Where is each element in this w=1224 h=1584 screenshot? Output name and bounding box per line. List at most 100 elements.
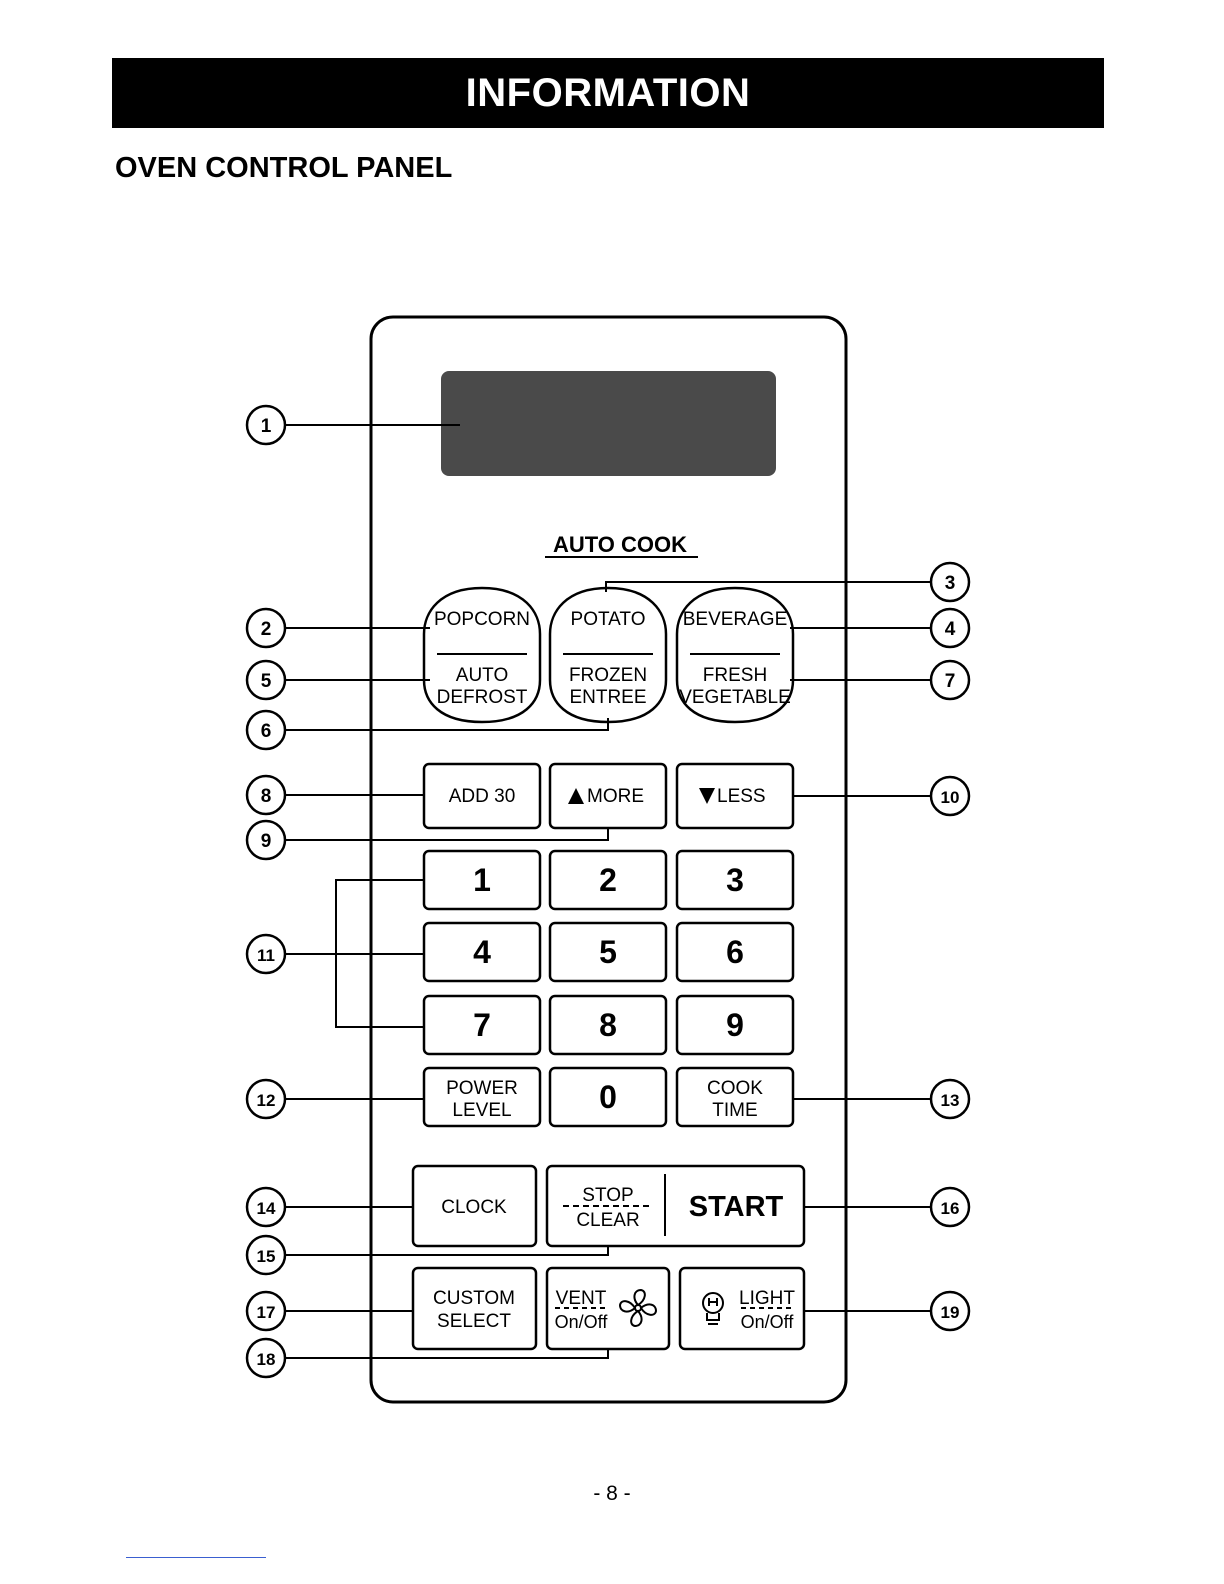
callout-4: 4 bbox=[931, 609, 969, 647]
digit-button-3[interactable]: 3 bbox=[677, 851, 793, 909]
frozen-label: FROZEN bbox=[569, 665, 647, 686]
cook-time-button[interactable]: COOK TIME bbox=[677, 1068, 793, 1126]
vegetable-label: VEGETABLE bbox=[679, 687, 791, 708]
potato-label: POTATO bbox=[571, 609, 646, 630]
vent-on-off-label: On/Off bbox=[555, 1312, 609, 1332]
callout-3: 3 bbox=[931, 563, 969, 601]
callout-6: 6 bbox=[247, 711, 285, 749]
light-button[interactable]: LIGHT On/Off bbox=[680, 1268, 804, 1349]
callout-number: 15 bbox=[257, 1247, 276, 1266]
callout-13: 13 bbox=[931, 1080, 969, 1118]
digit-button-6[interactable]: 6 bbox=[677, 923, 793, 981]
callout-number: 18 bbox=[257, 1350, 276, 1369]
auto-label: AUTO bbox=[456, 665, 508, 686]
callout-10: 10 bbox=[931, 777, 969, 815]
callout-15: 15 bbox=[247, 1236, 285, 1274]
select-label: SELECT bbox=[437, 1311, 511, 1332]
digit-label: 2 bbox=[599, 862, 617, 898]
callout-number: 4 bbox=[945, 619, 956, 640]
fresh-label: FRESH bbox=[703, 665, 767, 686]
digit-label: 0 bbox=[599, 1079, 617, 1115]
callout-number: 5 bbox=[261, 671, 272, 692]
level-label: LEVEL bbox=[452, 1100, 511, 1121]
digit-button-7[interactable]: 7 bbox=[424, 996, 540, 1054]
time-label: TIME bbox=[712, 1100, 757, 1121]
more-button[interactable]: MORE bbox=[550, 764, 666, 828]
digit-button-9[interactable]: 9 bbox=[677, 996, 793, 1054]
callout-number: 8 bbox=[261, 786, 272, 807]
entree-label: ENTREE bbox=[569, 687, 646, 708]
cook-label: COOK bbox=[707, 1078, 763, 1099]
less-button[interactable]: LESS bbox=[677, 764, 793, 828]
light-label: LIGHT bbox=[739, 1288, 795, 1309]
potato-frozen-entree-button[interactable]: POTATO FROZEN ENTREE bbox=[550, 588, 666, 722]
add-30-label: ADD 30 bbox=[449, 786, 516, 807]
callout-5: 5 bbox=[247, 661, 285, 699]
digit-label: 6 bbox=[726, 934, 744, 970]
callout-number: 16 bbox=[941, 1199, 960, 1218]
callout-number: 7 bbox=[945, 671, 956, 692]
callout-number: 3 bbox=[945, 573, 956, 594]
digit-label: 4 bbox=[473, 934, 491, 970]
digit-label: 1 bbox=[473, 862, 491, 898]
vent-label: VENT bbox=[556, 1288, 607, 1309]
popcorn-defrost-button[interactable]: POPCORN AUTO DEFROST bbox=[424, 588, 540, 722]
footer-rule bbox=[126, 1557, 266, 1558]
clock-button[interactable]: CLOCK bbox=[413, 1166, 536, 1246]
start-button[interactable]: START bbox=[689, 1191, 784, 1223]
callout-16: 16 bbox=[931, 1188, 969, 1226]
digit-label: 9 bbox=[726, 1007, 744, 1043]
callout-17: 17 bbox=[247, 1292, 285, 1330]
more-label: MORE bbox=[587, 786, 644, 807]
callout-number: 9 bbox=[261, 831, 272, 852]
digit-label: 8 bbox=[599, 1007, 617, 1043]
clock-label: CLOCK bbox=[441, 1197, 507, 1218]
digit-button-0[interactable]: 0 bbox=[550, 1068, 666, 1126]
light-on-off-label: On/Off bbox=[741, 1312, 795, 1332]
custom-label: CUSTOM bbox=[433, 1288, 515, 1309]
display-window bbox=[441, 371, 776, 476]
digit-button-1[interactable]: 1 bbox=[424, 851, 540, 909]
callout-12: 12 bbox=[247, 1080, 285, 1118]
digit-label: 7 bbox=[473, 1007, 491, 1043]
custom-select-button[interactable]: CUSTOM SELECT bbox=[413, 1268, 536, 1349]
digit-label: 5 bbox=[599, 934, 617, 970]
digit-button-8[interactable]: 8 bbox=[550, 996, 666, 1054]
beverage-label: BEVERAGE bbox=[683, 609, 788, 630]
callout-18: 18 bbox=[247, 1339, 285, 1377]
callout-number: 19 bbox=[941, 1303, 960, 1322]
popcorn-label: POPCORN bbox=[434, 609, 530, 630]
page-number: - 8 - bbox=[0, 1482, 1224, 1506]
beverage-fresh-vegetable-button[interactable]: BEVERAGE FRESH VEGETABLE bbox=[677, 588, 793, 722]
callout-number: 14 bbox=[257, 1199, 276, 1218]
digit-button-2[interactable]: 2 bbox=[550, 851, 666, 909]
callout-14: 14 bbox=[247, 1188, 285, 1226]
callout-number: 1 bbox=[261, 416, 272, 437]
vent-button[interactable]: VENT On/Off bbox=[547, 1268, 669, 1349]
callout-number: 2 bbox=[261, 619, 272, 640]
digit-button-5[interactable]: 5 bbox=[550, 923, 666, 981]
callout-number: 13 bbox=[941, 1091, 960, 1110]
callout-8: 8 bbox=[247, 776, 285, 814]
power-level-button[interactable]: POWER LEVEL bbox=[424, 1068, 540, 1126]
auto-cook-label: AUTO COOK bbox=[553, 532, 687, 557]
power-label: POWER bbox=[446, 1078, 518, 1099]
callout-2: 2 bbox=[247, 609, 285, 647]
callout-number: 10 bbox=[941, 788, 960, 807]
digit-label: 3 bbox=[726, 862, 744, 898]
callout-9: 9 bbox=[247, 821, 285, 859]
stop-label: STOP bbox=[582, 1185, 633, 1206]
callout-19: 19 bbox=[931, 1292, 969, 1330]
defrost-label: DEFROST bbox=[437, 687, 528, 708]
digit-button-4[interactable]: 4 bbox=[424, 923, 540, 981]
clear-label: CLEAR bbox=[576, 1210, 639, 1231]
callout-1: 1 bbox=[247, 406, 285, 444]
callout-number: 11 bbox=[257, 946, 275, 965]
callout-7: 7 bbox=[931, 661, 969, 699]
callout-number: 17 bbox=[257, 1303, 276, 1322]
callout-number: 12 bbox=[257, 1091, 276, 1110]
callout-11: 11 bbox=[247, 935, 285, 973]
add-30-button[interactable]: ADD 30 bbox=[424, 764, 540, 828]
start-label: START bbox=[689, 1191, 784, 1223]
